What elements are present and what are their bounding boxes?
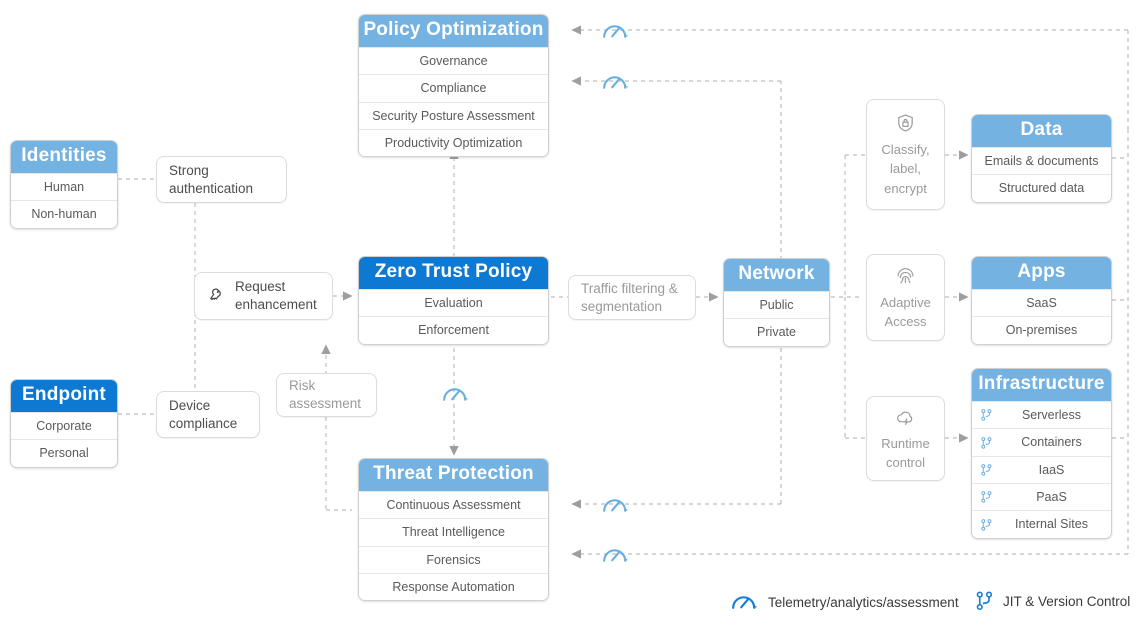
speedometer-icon [603, 25, 629, 38]
card-row[interactable]: Productivity Optimization [359, 129, 548, 157]
node-label: Classify, [881, 142, 930, 158]
card-threat-protection[interactable]: Threat Protection Continuous Assessment … [358, 458, 549, 602]
card-policy-optimization[interactable]: Policy Optimization Governance Complianc… [358, 14, 549, 158]
jit-branch-icon [981, 491, 992, 503]
card-title-identities: Identities [11, 141, 117, 173]
card-row[interactable]: Containers [972, 428, 1111, 456]
jit-branch-icon [976, 591, 993, 611]
card-title-data: Data [972, 115, 1111, 147]
card-title-infrastructure: Infrastructure [972, 369, 1111, 401]
card-title-endpoint: Endpoint [11, 380, 117, 412]
node-label: Access [884, 314, 927, 329]
card-row[interactable]: Compliance [359, 74, 548, 102]
card-row[interactable]: Threat Intelligence [359, 518, 548, 546]
jit-branch-icon [981, 463, 992, 476]
node-label: Device compliance [169, 397, 238, 431]
cloud-icon [897, 411, 913, 425]
card-title-policy-optimization: Policy Optimization [359, 15, 548, 47]
shield-lock-icon [898, 114, 913, 132]
card-row[interactable]: Human [11, 172, 117, 201]
card-data[interactable]: Data Emails & documents Structured data [971, 114, 1112, 203]
node-runtime-control[interactable]: Runtime control [866, 396, 945, 481]
card-infrastructure[interactable]: Infrastructure Serverless Containers [971, 368, 1112, 539]
node-label: Adaptive [880, 294, 931, 310]
card-row[interactable]: Governance [359, 46, 548, 75]
speedometer-icon [443, 388, 469, 401]
node-label: encrypt [884, 180, 927, 196]
card-row-label: Containers [1021, 435, 1082, 450]
jit-branch-icon [981, 518, 992, 531]
card-row[interactable]: Corporate [11, 411, 117, 440]
card-endpoint[interactable]: Endpoint Corporate Personal [10, 379, 118, 468]
node-label: Runtime [881, 435, 930, 451]
card-title-network: Network [724, 259, 829, 291]
card-identities[interactable]: Identities Human Non-human [10, 140, 118, 229]
card-row[interactable]: On-premises [972, 316, 1111, 344]
legend-telemetry: Telemetry/analytics/assessment [729, 590, 959, 614]
card-title-apps: Apps [972, 257, 1111, 289]
node-strong-authentication[interactable]: Strong authentication [156, 156, 287, 203]
legend-label: Telemetry/analytics/assessment [768, 594, 959, 610]
node-adaptive-access[interactable]: Adaptive Access [866, 254, 945, 341]
node-traffic-filtering[interactable]: Traffic filtering & segmentation [568, 275, 696, 320]
legend-jit: JIT & Version Control [975, 590, 1130, 612]
card-row[interactable]: Security Posture Assessment [359, 101, 548, 130]
card-row[interactable]: Forensics [359, 545, 548, 574]
node-label: label, [889, 161, 922, 177]
jit-branch-icon [981, 409, 992, 421]
card-row[interactable]: Internal Sites [972, 510, 1111, 538]
card-row[interactable]: Emails & documents [972, 146, 1111, 175]
legend-label: JIT & Version Control [1003, 593, 1131, 609]
card-row[interactable]: IaaS [972, 455, 1111, 484]
node-risk-assessment[interactable]: Risk assessment [276, 373, 377, 417]
speedometer-icon [603, 549, 629, 562]
card-row[interactable]: PaaS [972, 483, 1111, 511]
card-row[interactable]: SaaS [972, 288, 1111, 317]
card-row[interactable]: Continuous Assessment [359, 490, 548, 519]
card-row-label: PaaS [1036, 490, 1067, 505]
speedometer-icon [603, 499, 629, 512]
card-row[interactable]: Structured data [972, 174, 1111, 202]
card-title-threat-protection: Threat Protection [359, 459, 548, 491]
card-row-label: Serverless [1021, 407, 1082, 422]
card-row[interactable]: Enforcement [359, 316, 548, 344]
node-classify-label-encrypt[interactable]: Classify, label, encrypt [866, 99, 945, 210]
fingerprint-icon [897, 268, 914, 284]
card-row[interactable]: Private [724, 318, 829, 346]
card-zero-trust-policy[interactable]: Zero Trust Policy Evaluation Enforcement [358, 256, 549, 345]
card-title-zero-trust-policy: Zero Trust Policy [359, 257, 548, 289]
card-row-label: Internal Sites [1015, 517, 1088, 532]
node-device-compliance[interactable]: Device compliance [156, 391, 260, 438]
card-row-label: IaaS [1038, 462, 1065, 477]
node-request-enhancement[interactable]: Request enhancement [194, 272, 333, 320]
card-row[interactable]: Non-human [11, 200, 117, 228]
card-row[interactable]: Personal [11, 439, 117, 467]
card-apps[interactable]: Apps SaaS On-premises [971, 256, 1112, 345]
speedometer-icon [732, 596, 758, 609]
card-row[interactable]: Serverless [972, 400, 1111, 429]
node-label: Risk assessment [289, 378, 362, 411]
card-network[interactable]: Network Public Private [723, 258, 830, 347]
node-label: Traffic filtering & segmentation [581, 280, 678, 314]
card-row[interactable]: Response Automation [359, 573, 548, 601]
node-label: Strong authentication [169, 162, 254, 196]
node-label: Request enhancement [235, 279, 317, 312]
node-label: control [885, 455, 926, 470]
jit-branch-icon [981, 436, 992, 449]
key-icon [210, 288, 221, 301]
card-row[interactable]: Evaluation [359, 288, 548, 317]
card-row[interactable]: Public [724, 290, 829, 319]
speedometer-icon [603, 76, 629, 89]
